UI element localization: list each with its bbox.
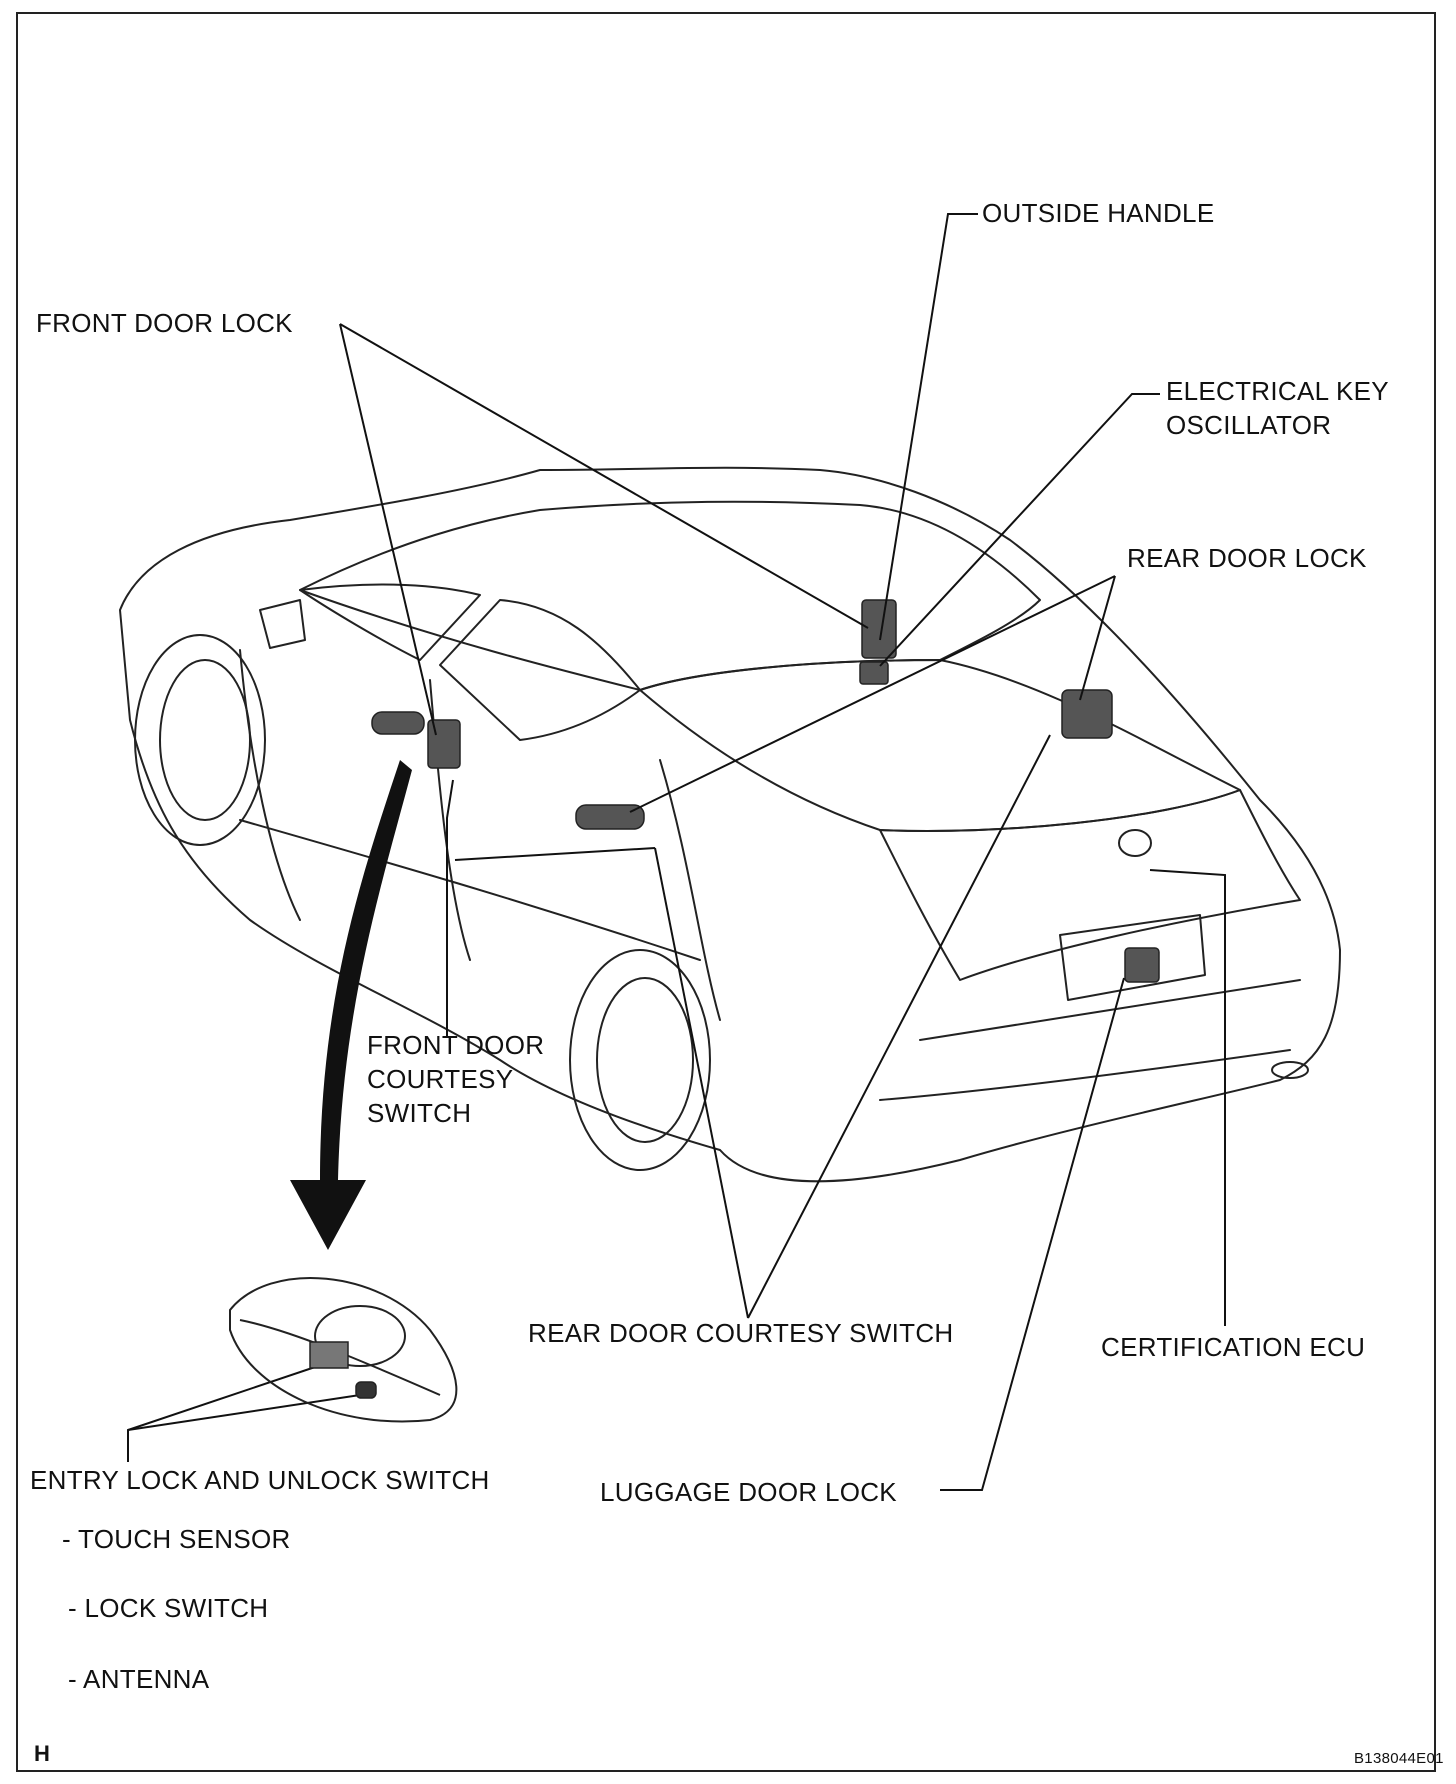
door-lines <box>239 649 721 1021</box>
leader-rear-door-lock-a <box>1079 575 1116 701</box>
rear-right-lock-part <box>1061 689 1113 739</box>
luggage-lock-part <box>1124 947 1160 983</box>
leader-rear-door-lock-b <box>629 575 1116 813</box>
leader-rear-courtesy-a <box>654 847 749 1319</box>
figure-id: B138044E01 <box>1354 1750 1444 1767</box>
label-front-door-courtesy-line3: SWITCH <box>367 1098 472 1128</box>
car-roof <box>299 500 1041 691</box>
label-certification-ecu: CERTIFICATION ECU <box>1101 1332 1366 1362</box>
rear-wheel <box>569 949 711 1171</box>
front-windows <box>299 583 641 741</box>
leader-luggage-door-lock <box>940 977 1125 1491</box>
handle-detail-outline <box>229 1276 458 1423</box>
touch-sensor-area <box>309 1341 349 1369</box>
leader-certification-ecu <box>1149 869 1226 1326</box>
front-wheel-hub <box>159 659 251 821</box>
label-outside-handle: OUTSIDE HANDLE <box>982 198 1215 228</box>
leader-outside-handle <box>879 213 978 641</box>
rear-window <box>639 659 1241 832</box>
rear-outside-handle-part <box>575 804 645 830</box>
rear-wheel-hub <box>596 977 694 1143</box>
exhaust-tip <box>1271 1061 1309 1079</box>
label-rear-door-courtesy-switch: REAR DOOR COURTESY SWITCH <box>528 1318 954 1348</box>
trunk-lid <box>879 789 1301 981</box>
label-front-door-lock: FRONT DOOR LOCK <box>36 308 293 338</box>
rear-door-lock-part <box>861 599 897 659</box>
label-antenna: - ANTENNA <box>68 1664 210 1694</box>
side-mirror <box>259 599 306 649</box>
label-rear-door-lock: REAR DOOR LOCK <box>1127 543 1367 573</box>
rear-emblem <box>1118 829 1152 857</box>
diagram-frame <box>16 12 1436 1772</box>
label-luggage-door-lock: LUGGAGE DOOR LOCK <box>600 1477 897 1507</box>
leader-front-door-lock-b <box>339 323 869 629</box>
leader-entry-switch-b <box>127 1394 361 1431</box>
label-electrical-key-oscillator-line1: ELECTRICAL KEY <box>1166 376 1389 406</box>
leader-front-courtesy-switch <box>446 779 454 1038</box>
label-electrical-key-oscillator-line2: OSCILLATOR <box>1166 410 1332 440</box>
lock-switch-area <box>355 1381 377 1399</box>
front-door-lock-part <box>427 719 461 769</box>
label-front-door-courtesy-line1: FRONT DOOR <box>367 1030 545 1060</box>
leader-oscillator <box>879 393 1160 667</box>
front-wheel <box>134 634 266 846</box>
leader-front-door-lock-a <box>339 323 437 736</box>
corner-mark: H <box>34 1741 51 1766</box>
leader-rear-courtesy-c <box>454 847 656 861</box>
label-lock-switch: - LOCK SWITCH <box>68 1593 269 1623</box>
leader-rear-courtesy-b <box>747 734 1051 1319</box>
handle-detail-recess <box>314 1305 406 1367</box>
label-touch-sensor: - TOUCH SENSOR <box>62 1524 291 1554</box>
detail-arrow <box>290 760 412 1250</box>
rear-bumper <box>879 979 1301 1101</box>
label-front-door-courtesy-line2: COURTESY <box>367 1064 514 1094</box>
license-plate <box>1059 914 1206 1001</box>
label-entry-lock-unlock-switch: ENTRY LOCK AND UNLOCK SWITCH <box>30 1465 490 1495</box>
front-outside-handle-part <box>371 711 425 735</box>
oscillator-part <box>859 661 889 685</box>
leader-entry-switch <box>127 1361 331 1462</box>
car-body-outline <box>119 466 1341 1183</box>
